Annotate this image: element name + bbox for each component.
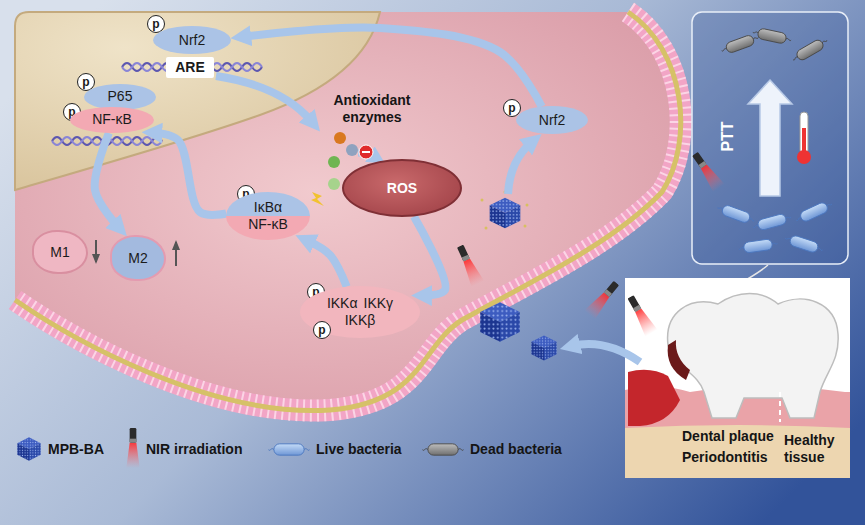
legend-sample xyxy=(422,444,464,455)
release-dot xyxy=(526,204,529,207)
phospho-circle: p xyxy=(313,321,331,339)
ptt-arrow xyxy=(748,80,792,196)
live-bacterium xyxy=(752,212,793,232)
node-text: NF-κB xyxy=(92,111,132,128)
live-bacterium xyxy=(784,233,824,255)
node-text: M2 xyxy=(128,250,147,267)
node-text: IKKγ xyxy=(364,295,394,312)
thermometer-bulb xyxy=(797,150,811,164)
node-text: Nrf2 xyxy=(539,112,565,129)
node-text: p xyxy=(82,76,89,88)
nanoparticle-cube xyxy=(490,198,521,229)
node-text: IKKβ xyxy=(345,312,376,329)
plaque xyxy=(668,340,690,380)
periodontitis-area xyxy=(628,370,680,426)
signal-arrow xyxy=(95,133,119,227)
legend-sample xyxy=(268,444,310,455)
node-text: ARE xyxy=(175,59,205,76)
nir-laser xyxy=(584,278,622,319)
protein-ellipse: NF-κB xyxy=(70,107,154,133)
nucleus xyxy=(15,12,380,190)
legend-text: Dead bacteria xyxy=(470,441,562,458)
macrophage-cell: M2 xyxy=(110,235,166,281)
enzyme-dot xyxy=(334,132,346,144)
legend-sample xyxy=(126,428,139,468)
node-text: p xyxy=(318,324,325,336)
release-dot xyxy=(481,199,484,202)
nanoparticle-cube xyxy=(480,302,520,342)
label-text: Antioxidant enzymes xyxy=(326,92,418,126)
thermometer xyxy=(797,112,811,164)
bone xyxy=(625,425,850,478)
release-dot xyxy=(485,227,488,230)
dead-bacterium xyxy=(752,27,792,46)
node-text: p xyxy=(152,18,159,30)
nir-laser xyxy=(624,293,657,336)
label-text: Periodontitis xyxy=(682,449,768,466)
label-text: PTT xyxy=(719,121,736,151)
nanoparticle-cube xyxy=(531,335,556,360)
thermometer-tube xyxy=(800,112,808,154)
dead-bacterium xyxy=(720,32,760,55)
legend-text: NIR irradiation xyxy=(146,441,242,458)
activation-bolt xyxy=(311,192,324,206)
membrane-band xyxy=(15,12,681,411)
live-bacterium xyxy=(794,199,834,225)
protein-ellipse: Nrf2 xyxy=(516,106,588,134)
label-text: Dental plaque xyxy=(682,428,774,445)
nir-laser xyxy=(689,150,725,192)
signal-arrow xyxy=(216,76,312,122)
legend-sample xyxy=(17,437,40,460)
node-text: ROS xyxy=(387,180,417,197)
decrease-arrow xyxy=(95,240,97,262)
enzyme-dot xyxy=(328,156,340,168)
enzyme-dot xyxy=(328,178,340,190)
node-text: IKKα xyxy=(327,295,358,312)
live-bacterium xyxy=(738,238,778,254)
protein-ellipse: Nrf2 xyxy=(153,26,231,54)
mitochondrion: ROS xyxy=(342,159,462,217)
inhibition-symbol xyxy=(359,145,373,159)
node-text: NF-κB xyxy=(248,216,288,233)
legend-text: MPB-BA xyxy=(48,441,104,458)
signal-arrow xyxy=(307,240,347,286)
delivery-arrow xyxy=(572,344,640,362)
label-text: Healthy tissue xyxy=(784,432,846,466)
legend-text: Live bacteria xyxy=(316,441,402,458)
signal-arrow xyxy=(508,142,532,194)
cell-membrane xyxy=(15,12,681,411)
dna-element-box: ARE xyxy=(166,57,214,78)
node-text: IκBα xyxy=(254,199,282,216)
live-bacterium xyxy=(716,202,756,225)
tooth-panel xyxy=(625,278,850,478)
increase-arrow xyxy=(175,242,177,266)
macrophage-cell: M1 xyxy=(32,230,88,274)
enzyme-dot xyxy=(346,144,358,156)
inhibition-bar xyxy=(362,151,370,153)
membrane-lipids xyxy=(15,12,681,411)
inset-panel xyxy=(692,12,848,264)
node-text: Nrf2 xyxy=(179,32,205,49)
divider-line xyxy=(779,392,781,422)
protein-ellipse: P65 xyxy=(84,84,156,110)
signal-arrow xyxy=(154,133,226,215)
cell-body xyxy=(15,12,681,411)
inhibition-circle xyxy=(359,145,373,159)
release-dot xyxy=(524,225,527,228)
membrane-core xyxy=(15,12,681,411)
dead-bacterium xyxy=(790,36,829,65)
nir-laser xyxy=(454,243,484,287)
tooth xyxy=(668,294,839,419)
node-text: P65 xyxy=(108,88,133,105)
signal-arrow xyxy=(414,216,446,295)
protein-ellipse: IκBαNF-κB xyxy=(226,192,310,240)
node-text: M1 xyxy=(50,244,69,261)
node-text: p xyxy=(508,102,515,114)
